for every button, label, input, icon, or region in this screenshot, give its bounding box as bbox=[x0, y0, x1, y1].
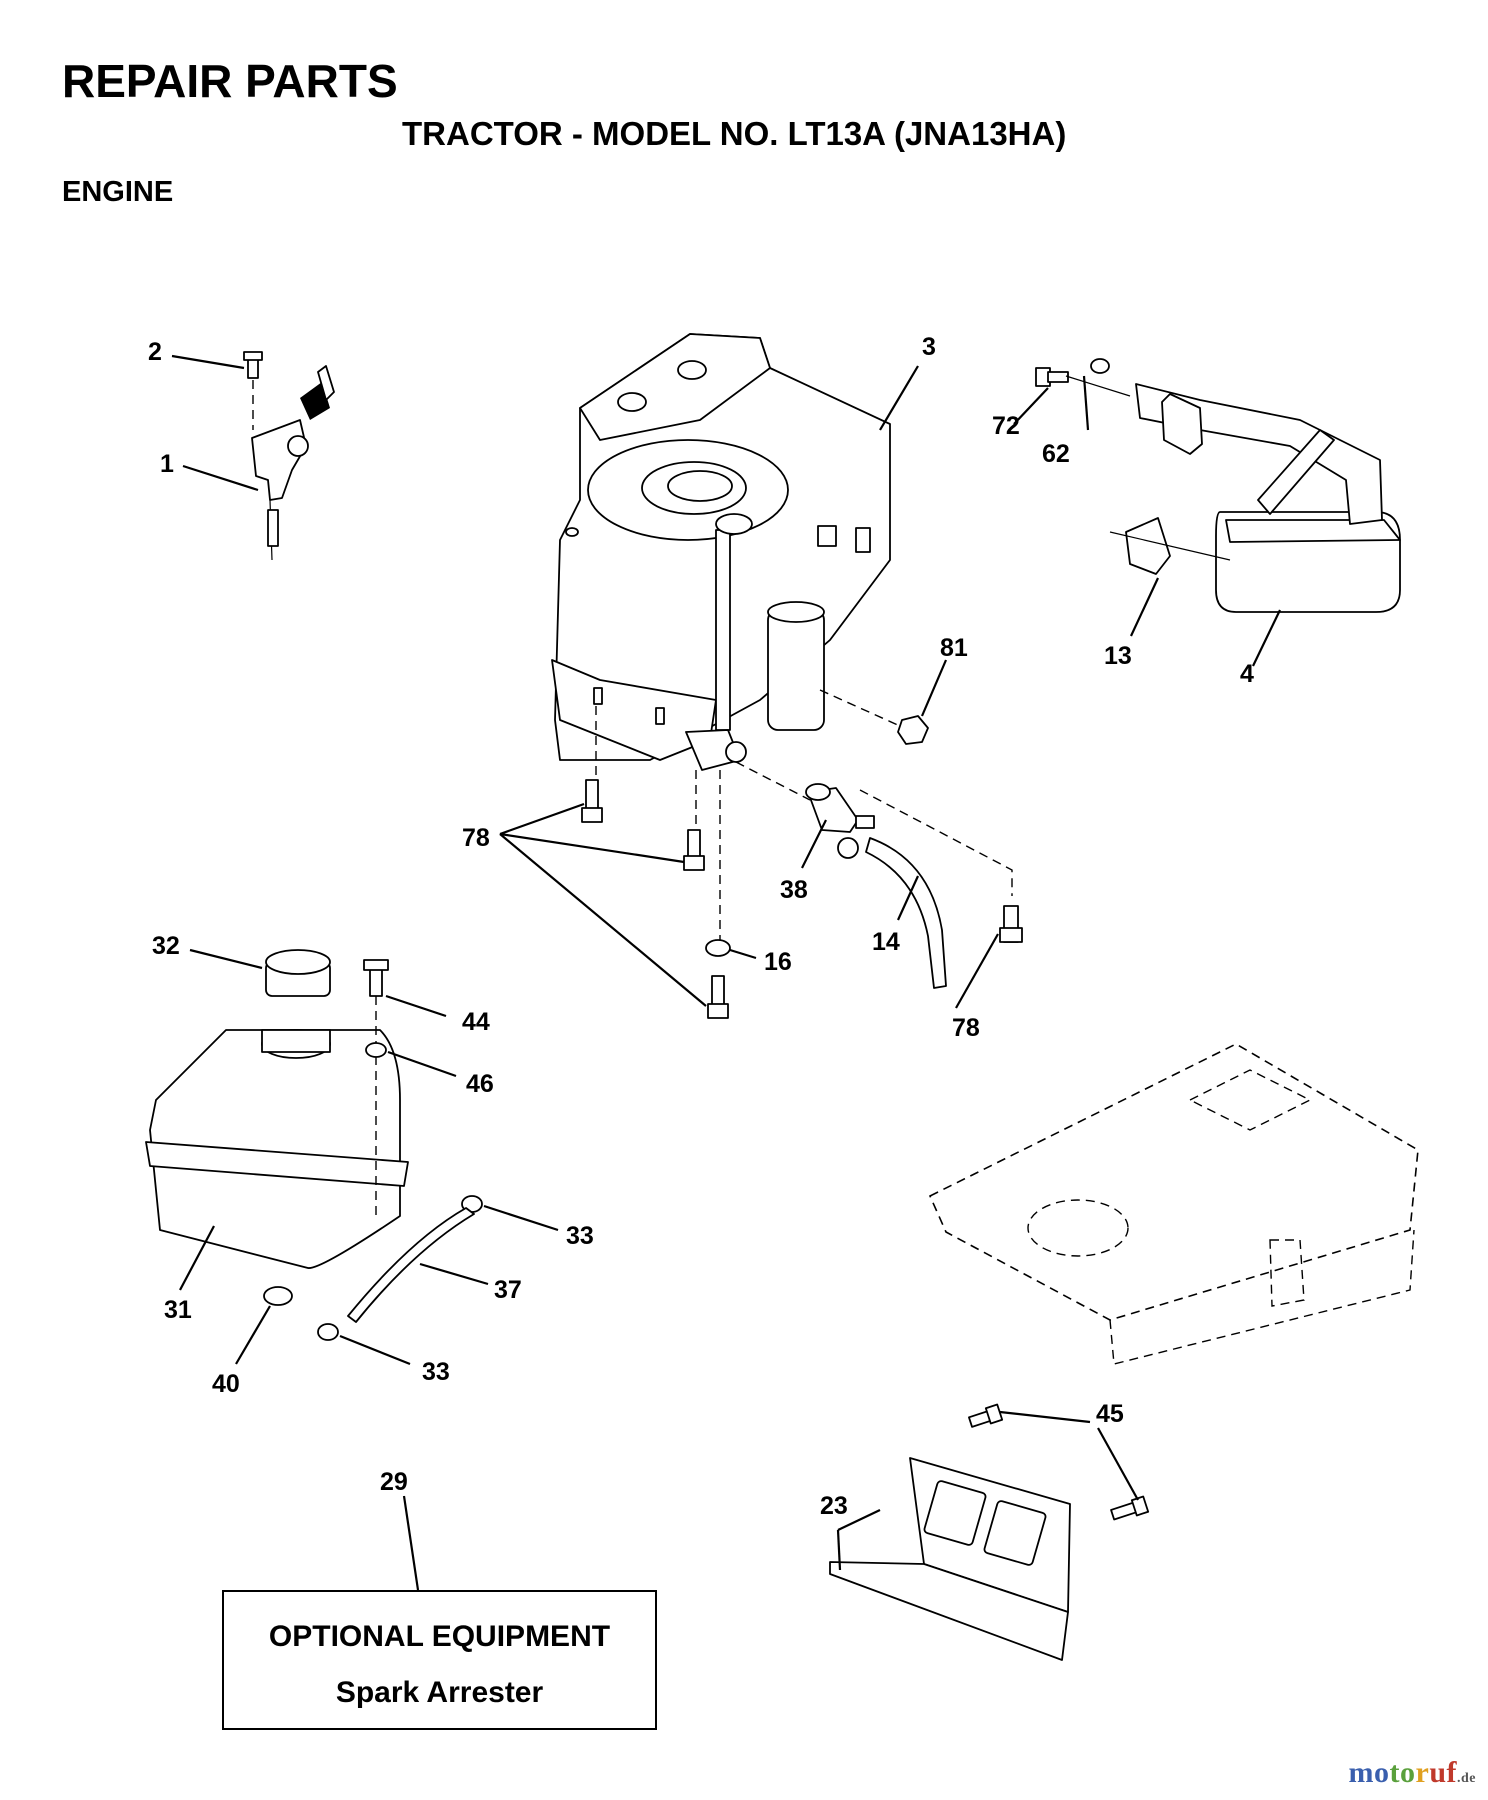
throttle-control-part bbox=[243, 351, 335, 561]
section-title: ENGINE bbox=[62, 176, 174, 208]
engine-bolt-part-2 bbox=[683, 829, 705, 871]
engine-bolt-part-1 bbox=[581, 779, 603, 823]
callout-45: 45 bbox=[1096, 1400, 1124, 1428]
watermark-text: motoruf bbox=[1348, 1756, 1457, 1789]
model-subtitle: TRACTOR - MODEL NO. LT13A (JNA13HA) bbox=[402, 115, 1067, 152]
tank-washer-part bbox=[365, 1042, 387, 1058]
callout-32: 32 bbox=[152, 932, 180, 960]
callout-33-upper: 33 bbox=[566, 1222, 594, 1250]
callout-37: 37 bbox=[494, 1276, 522, 1304]
callout-62: 62 bbox=[1042, 440, 1070, 468]
tractor-frame-outline bbox=[928, 1043, 1419, 1365]
callout-81: 81 bbox=[940, 634, 968, 662]
watermark-logo: motoruf.de bbox=[1348, 1756, 1476, 1790]
heat-shield-screw-upper-part bbox=[968, 1403, 1004, 1428]
heat-shield-part bbox=[829, 1457, 1071, 1661]
callout-23: 23 bbox=[820, 1492, 848, 1520]
exhaust-bolt-guide bbox=[1065, 375, 1131, 397]
callout-38: 38 bbox=[780, 876, 808, 904]
optional-equipment-item: Spark Arrester bbox=[335, 1676, 544, 1709]
page-title: REPAIR PARTS bbox=[62, 55, 398, 107]
exhaust-gasket-part bbox=[1161, 393, 1203, 455]
gasket-guide bbox=[1109, 531, 1231, 561]
optional-equipment-title: OPTIONAL EQUIPMENT bbox=[268, 1620, 611, 1653]
lock-washer-part bbox=[1090, 358, 1110, 374]
callout-72: 72 bbox=[992, 412, 1020, 440]
hose-clamp-lower-part bbox=[317, 1323, 339, 1341]
callout-46: 46 bbox=[466, 1070, 494, 1098]
callout-2: 2 bbox=[148, 338, 162, 366]
fuel-line-part bbox=[865, 837, 947, 989]
callout-31: 31 bbox=[164, 1296, 192, 1324]
nut-guide bbox=[819, 689, 901, 727]
fuel-cap-part bbox=[265, 949, 331, 997]
callout-leader-lines bbox=[171, 354, 1281, 1591]
tank-bushing-part bbox=[263, 1286, 293, 1306]
callout-33-lower: 33 bbox=[422, 1358, 450, 1386]
fuel-hose-part bbox=[347, 1207, 475, 1323]
engine-rear-mount-guide bbox=[735, 761, 1013, 896]
engine-bolt-part-4 bbox=[999, 905, 1023, 943]
tank-screw-part bbox=[363, 959, 389, 997]
heat-shield-screw-lower-part bbox=[1110, 1495, 1150, 1521]
fuel-shutoff-valve-part bbox=[805, 783, 875, 859]
callout-78-left: 78 bbox=[462, 824, 490, 852]
exhaust-bolt-part bbox=[1035, 367, 1069, 387]
callout-14: 14 bbox=[872, 928, 900, 956]
watermark-tld: .de bbox=[1457, 1771, 1476, 1786]
star-washer-part bbox=[705, 939, 731, 957]
engine-bolt-part-3 bbox=[707, 975, 729, 1019]
callout-3: 3 bbox=[922, 333, 936, 361]
callout-29: 29 bbox=[380, 1468, 408, 1496]
engine-part bbox=[551, 333, 891, 771]
hex-nut-part bbox=[897, 715, 929, 745]
callout-40: 40 bbox=[212, 1370, 240, 1398]
callout-16: 16 bbox=[764, 948, 792, 976]
fuel-tank-part bbox=[145, 1029, 409, 1269]
exhaust-gasket-lower-part bbox=[1125, 517, 1171, 575]
callout-78-right: 78 bbox=[952, 1014, 980, 1042]
optional-equipment-box: OPTIONAL EQUIPMENT Spark Arrester bbox=[222, 1590, 657, 1730]
callout-13: 13 bbox=[1104, 642, 1132, 670]
callout-1: 1 bbox=[160, 450, 174, 478]
callout-4: 4 bbox=[1240, 660, 1254, 688]
callout-44: 44 bbox=[462, 1008, 490, 1036]
